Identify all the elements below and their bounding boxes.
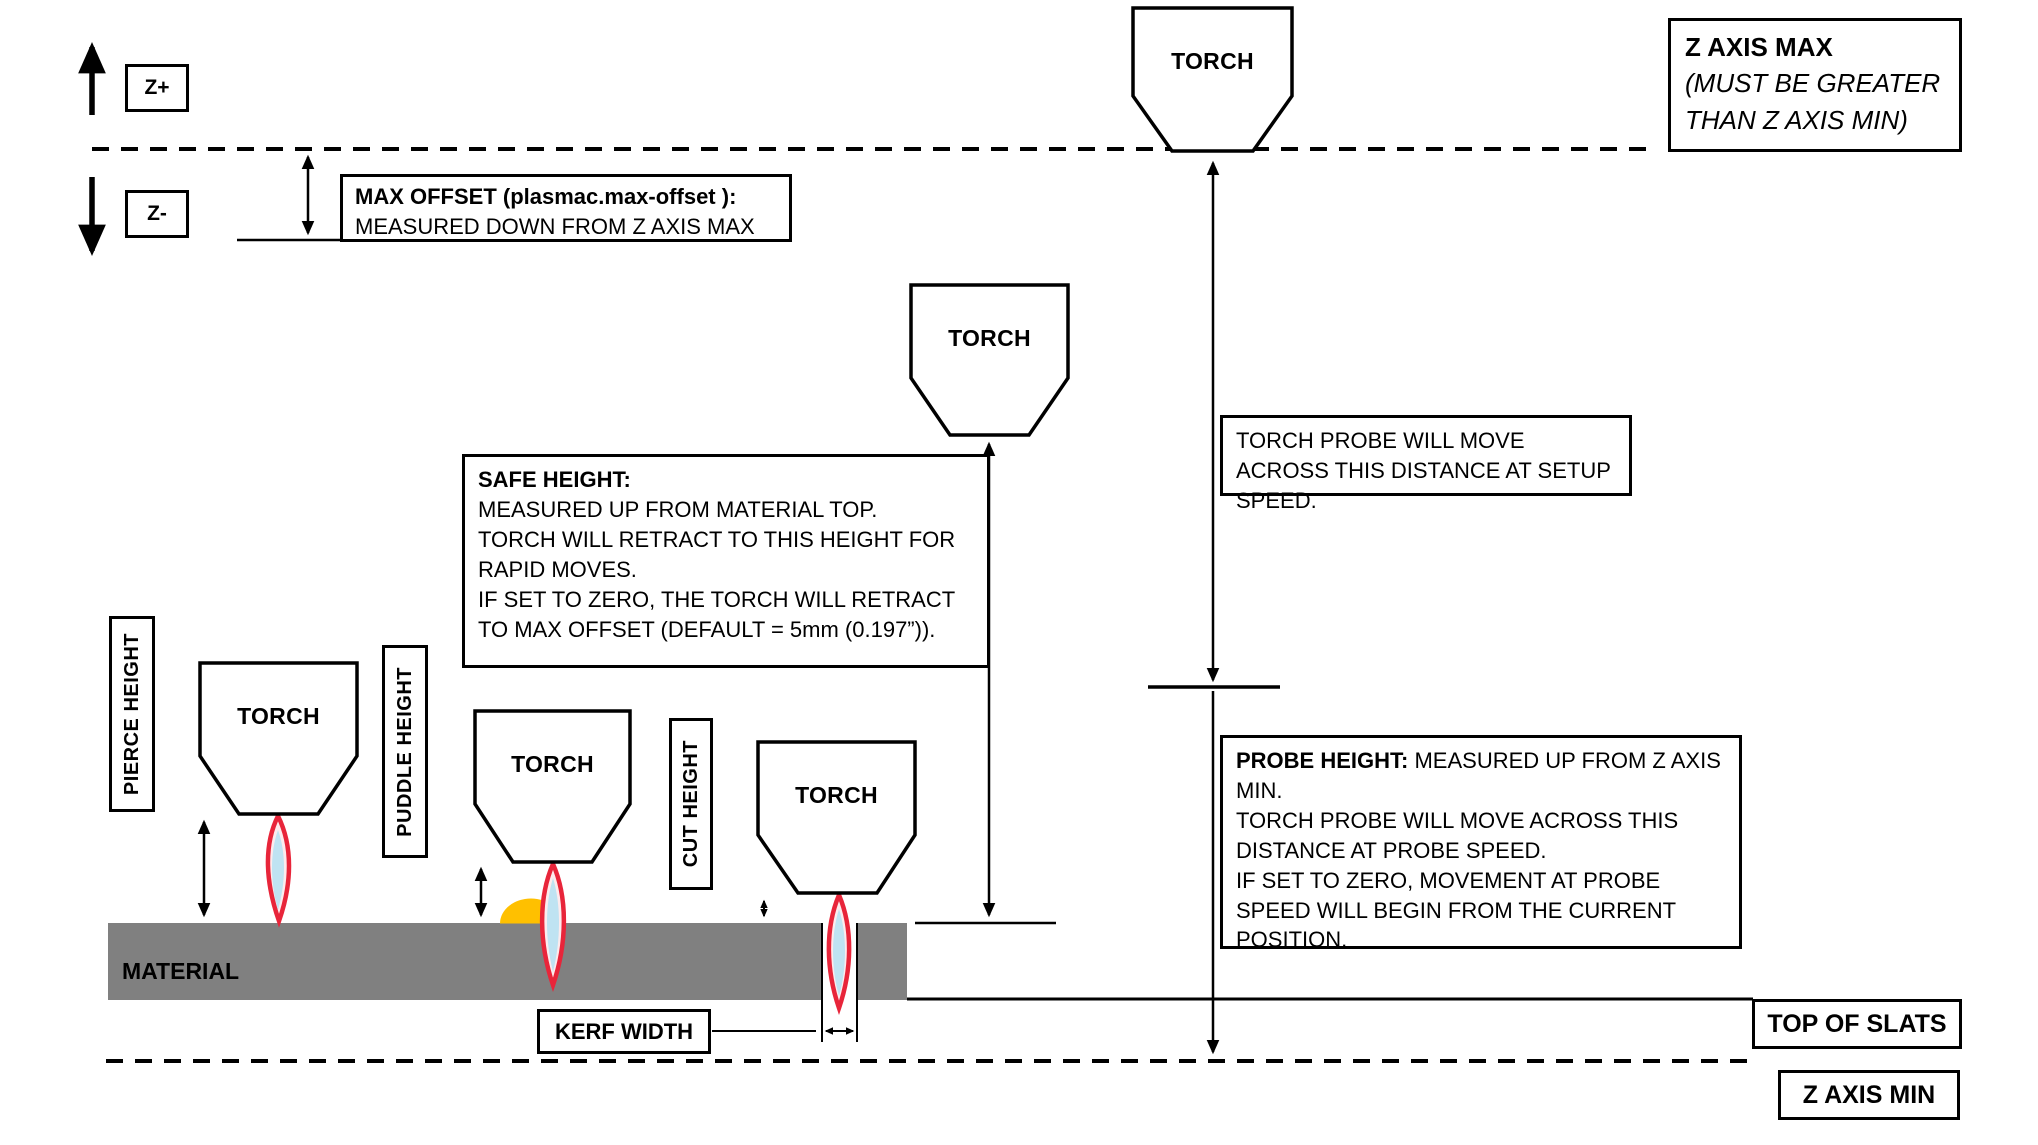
torch-outline-cut (756, 740, 917, 895)
z-axis-min-label: Z AXIS MIN (1802, 1080, 1936, 1109)
safe-height-line-3: IF SET TO ZERO, THE TORCH WILL RETRACT T… (478, 586, 955, 642)
kerf-width-label: KERF WIDTH (554, 1018, 694, 1044)
probe-height-line-2: TORCH PROBE WILL MOVE ACROSS THIS DISTAN… (1236, 807, 1679, 863)
torch-label-puddle: TORCH (511, 751, 594, 777)
max-offset-title: MAX OFFSET (plasmac.max-offset ): (355, 184, 737, 209)
safe-height-line-1: MEASURED UP FROM MATERIAL TOP. (478, 496, 878, 522)
pierce-flame-icon (265, 810, 292, 928)
safe-height-line-2: TORCH WILL RETRACT TO THIS HEIGHT FOR RA… (478, 526, 956, 582)
torch-probe-setup-speed-box: TORCH PROBE WILL MOVE ACROSS THIS DISTAN… (1220, 415, 1632, 513)
probe-height-line-1: PROBE HEIGHT: MEASURED UP FROM Z AXIS MI… (1236, 746, 1726, 806)
torch-label-pierce: TORCH (237, 703, 320, 729)
cut-height-label: CUT HEIGHT (679, 740, 702, 868)
z-axis-max-box: Z AXIS MAX (MUST BE GREATER THAN Z AXIS … (1668, 18, 1962, 152)
torch-probe-setup-speed-text: TORCH PROBE WILL MOVE ACROSS THIS DISTAN… (1236, 428, 1611, 513)
torch-outline-pierce (198, 661, 359, 816)
torch-outline-safe-height (909, 283, 1070, 437)
torch-label-cut: TORCH (795, 782, 878, 808)
probe-height-body: MEASURED UP FROM Z AXIS MIN. (1236, 748, 1721, 803)
z-minus-label: Z- (147, 202, 167, 225)
pierce-height-label: PIERCE HEIGHT (120, 632, 143, 796)
cut-height-label-box: CUT HEIGHT (669, 718, 713, 890)
top-of-slats-box: TOP OF SLATS (1752, 999, 1962, 1049)
z-plus-label-box: Z+ (125, 64, 189, 112)
torch-outline-top (1131, 6, 1294, 153)
z-axis-max-title: Z AXIS MAX (1685, 32, 1833, 62)
torch-label-safe-height: TORCH (948, 325, 1031, 351)
material-label: MATERIAL (122, 958, 240, 984)
z-minus-label-box: Z- (125, 190, 189, 238)
probe-height-line-3: IF SET TO ZERO, MOVEMENT AT PROBE SPEED … (1236, 867, 1676, 953)
max-offset-box: MAX OFFSET (plasmac.max-offset ): MEASUR… (340, 174, 792, 242)
torch-label-top: TORCH (1171, 48, 1254, 74)
kerf-width-box: KERF WIDTH (537, 1009, 711, 1054)
safe-height-box: SAFE HEIGHT: MEASURED UP FROM MATERIAL T… (462, 454, 990, 668)
top-of-slats-label: TOP OF SLATS (1767, 1009, 1947, 1038)
max-offset-body: MEASURED DOWN FROM Z AXIS MAX (355, 213, 755, 239)
z-axis-max-note: (MUST BE GREATER THAN Z AXIS MIN) (1685, 68, 1941, 135)
puddle-height-label-box: PUDDLE HEIGHT (382, 645, 428, 858)
torch-outline-puddle (473, 709, 632, 864)
puddle-height-label: PUDDLE HEIGHT (393, 666, 416, 837)
probe-height-title: PROBE HEIGHT: (1236, 748, 1409, 773)
z-axis-min-box: Z AXIS MIN (1778, 1070, 1960, 1120)
safe-height-title: SAFE HEIGHT: (478, 467, 631, 492)
cut-flame-icon (826, 889, 852, 1015)
material-block (108, 923, 907, 1000)
pierce-height-label-box: PIERCE HEIGHT (109, 616, 155, 812)
probe-height-box: PROBE HEIGHT: MEASURED UP FROM Z AXIS MI… (1220, 735, 1742, 952)
z-plus-label: Z+ (144, 76, 170, 99)
puddle-flame-icon (539, 858, 567, 992)
